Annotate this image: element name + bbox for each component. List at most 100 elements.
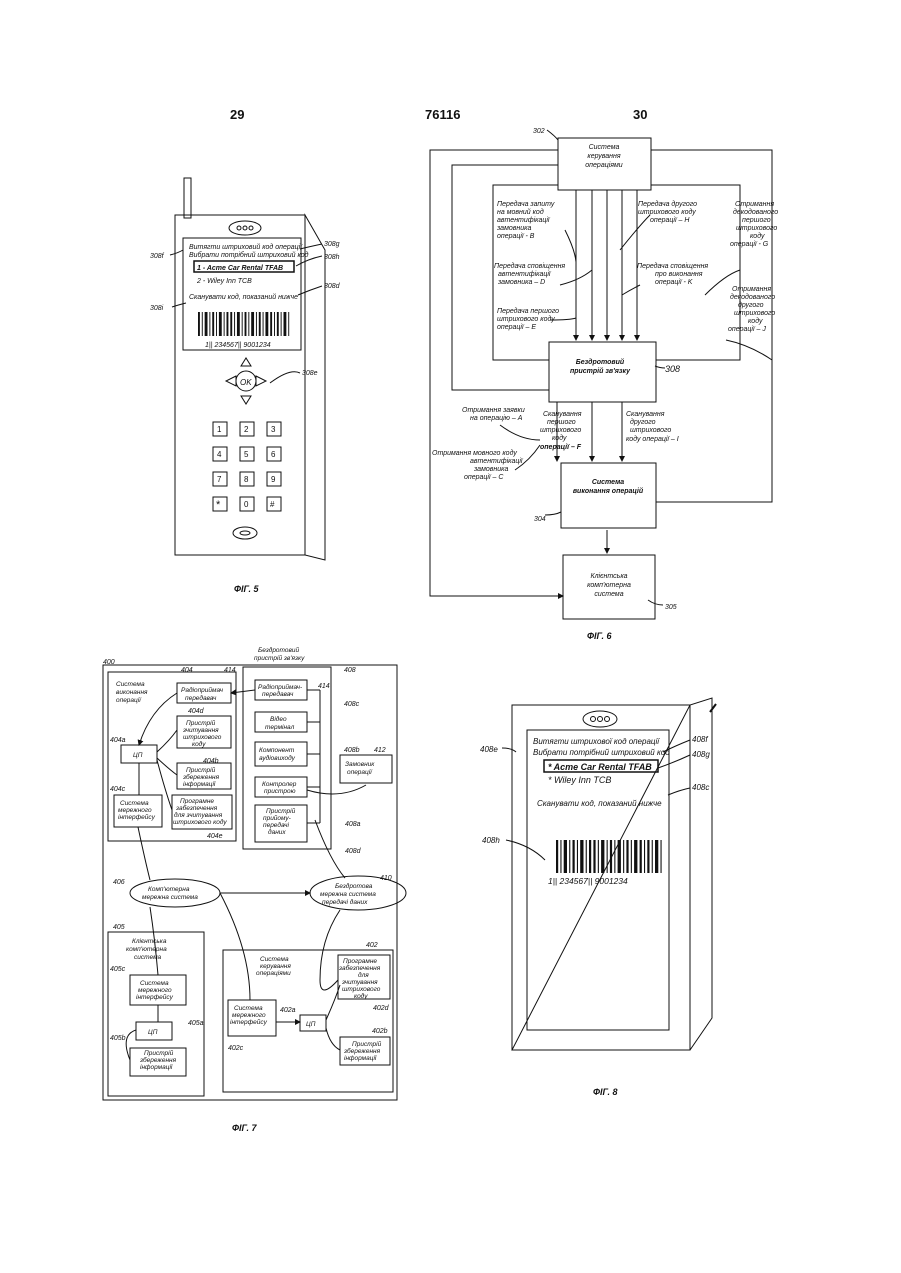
- svg-text:Замовник: Замовник: [345, 761, 375, 768]
- svg-text:404c: 404c: [110, 786, 126, 793]
- svg-text:408h: 408h: [482, 836, 500, 845]
- svg-text:операції – H: операції – H: [650, 216, 690, 224]
- phone-side: [305, 215, 325, 560]
- svg-text:інтерфейсу: інтерфейсу: [136, 993, 174, 1001]
- svg-text:Система: Система: [120, 800, 149, 807]
- svg-text:Контролер: Контролер: [262, 781, 297, 788]
- svg-text:штрихового: штрихового: [540, 427, 581, 434]
- svg-text:Сканування: Сканування: [626, 411, 665, 418]
- svg-text:штрихового: штрихового: [734, 310, 775, 317]
- svg-text:інтерфейсу: інтерфейсу: [118, 813, 156, 821]
- ref-308h: 308h: [324, 254, 340, 261]
- svg-text:9: 9: [271, 475, 276, 484]
- svg-text:коду: коду: [192, 740, 206, 748]
- svg-text:1|| 234567|| 9001234: 1|| 234567|| 9001234: [548, 876, 628, 886]
- svg-text:система: система: [134, 954, 162, 961]
- svg-text:операції – J: операції – J: [728, 325, 766, 333]
- svg-text:0: 0: [244, 500, 249, 509]
- keypad: [213, 422, 281, 511]
- svg-text:Система: Система: [140, 980, 169, 987]
- label-A: Отримання заявки на операцію – A: [462, 407, 525, 422]
- svg-text:Програмне: Програмне: [343, 958, 377, 965]
- svg-text:Отримання: Отримання: [732, 286, 771, 293]
- svg-text:408: 408: [344, 667, 356, 674]
- svg-text:Пристрій: Пристрій: [186, 766, 216, 774]
- svg-text:#: #: [270, 500, 275, 509]
- ref-308f: 308f: [150, 253, 165, 260]
- svg-text:передавач: передавач: [262, 690, 294, 698]
- label-G: Отримання декодованого першого штриховог…: [730, 201, 778, 248]
- barcode-fig5: [198, 312, 289, 336]
- svg-text:замовника: замовника: [496, 225, 531, 232]
- svg-text:8: 8: [244, 475, 249, 484]
- svg-text:зчитування: зчитування: [341, 979, 378, 986]
- label-B: Передача запиту на мовний код автентифік…: [496, 200, 555, 240]
- label-C: Отримання мовного коду автентифікації за…: [432, 449, 524, 481]
- svg-text:Радіоприймач: Радіоприймач: [181, 686, 224, 694]
- fig5-option2: 2 - Wiley Inn TCB: [196, 278, 252, 285]
- label-K: Передача сповіщення про виконання операц…: [637, 262, 708, 286]
- svg-text:408g: 408g: [692, 750, 710, 759]
- svg-text:прийому-: прийому-: [263, 814, 292, 822]
- svg-text:ЦП: ЦП: [133, 752, 143, 759]
- svg-text:Пристрій: Пристрій: [266, 807, 296, 815]
- svg-text:Передача сповіщення: Передача сповіщення: [637, 262, 708, 270]
- svg-text:операції: операції: [347, 768, 373, 776]
- svg-text:*: *: [216, 499, 221, 511]
- svg-text:штрихового коду: штрихового коду: [497, 315, 555, 323]
- label-J: Отримання декодованого другого штриховог…: [728, 286, 775, 333]
- svg-text:Відео: Відео: [270, 715, 287, 723]
- svg-text:операції - B: операції - B: [497, 232, 535, 240]
- fig5-caption: ФІГ. 5: [234, 584, 259, 594]
- svg-text:збереження: збереження: [139, 1056, 177, 1064]
- svg-text:Система: Система: [234, 1005, 263, 1012]
- svg-text:на мовний код: на мовний код: [497, 208, 544, 216]
- svg-text:для: для: [358, 971, 369, 979]
- svg-text:система: система: [594, 591, 623, 598]
- barcode-fig8: [556, 840, 662, 873]
- fig5-option1: 1 - Acme Car Rental TFAB: [197, 265, 283, 272]
- svg-text:408c: 408c: [692, 783, 709, 792]
- svg-text:мережного: мережного: [138, 987, 172, 994]
- svg-text:400: 400: [103, 659, 115, 666]
- svg-text:замовника – D: замовника – D: [497, 279, 545, 286]
- svg-text:операції – E: операції – E: [497, 323, 536, 331]
- svg-text:штрихового коду: штрихового коду: [638, 208, 696, 216]
- svg-text:402d: 402d: [373, 1005, 390, 1012]
- svg-text:пристрій зв'язку: пристрій зв'язку: [570, 367, 631, 375]
- svg-text:Система: Система: [592, 479, 624, 486]
- svg-text:6: 6: [271, 450, 276, 459]
- svg-text:* Acme Car Rental TFAB: * Acme Car Rental TFAB: [548, 762, 652, 772]
- svg-text:408a: 408a: [345, 821, 361, 828]
- svg-text:4: 4: [217, 450, 222, 459]
- svg-text:ЦП: ЦП: [148, 1029, 158, 1036]
- svg-text:першого: першого: [547, 419, 576, 426]
- svg-text:автентифікації: автентифікації: [497, 216, 551, 224]
- label-F: Сканування першого штрихового коду опера…: [540, 411, 582, 451]
- svg-text:302: 302: [533, 128, 545, 135]
- svg-text:404a: 404a: [110, 737, 126, 744]
- svg-text:Компонент: Компонент: [259, 747, 295, 754]
- svg-text:для зчитування: для зчитування: [174, 811, 223, 819]
- svg-text:даних: даних: [268, 828, 286, 836]
- svg-text:Вибрати потрібний штриховий ко: Вибрати потрібний штриховий код: [533, 748, 670, 757]
- svg-text:декодованого: декодованого: [733, 208, 778, 216]
- svg-text:405b: 405b: [110, 1035, 126, 1042]
- svg-text:штрихового: штрихового: [630, 427, 671, 434]
- svg-text:Бездротовий: Бездротовий: [258, 646, 300, 654]
- svg-text:мережна система: мережна система: [142, 894, 198, 901]
- svg-text:виконання: виконання: [116, 689, 148, 696]
- svg-text:штрихового: штрихового: [342, 986, 381, 993]
- ref-308i: 308і: [150, 304, 164, 312]
- svg-text:операції - K: операції - K: [655, 278, 693, 286]
- svg-text:штрихового: штрихового: [736, 225, 777, 232]
- svg-text:Система: Система: [589, 144, 620, 151]
- fig5-line1: Витягти штриховий код операції: [189, 243, 303, 251]
- svg-text:коду: коду: [748, 317, 763, 325]
- label-I: Сканування другого штрихового коду опера…: [626, 411, 679, 443]
- svg-text:керування: керування: [260, 963, 291, 970]
- svg-text:Програмне: Програмне: [180, 798, 214, 805]
- svg-text:Отримання мовного коду: Отримання мовного коду: [432, 449, 517, 457]
- svg-text:на операцію – A: на операцію – A: [470, 414, 523, 422]
